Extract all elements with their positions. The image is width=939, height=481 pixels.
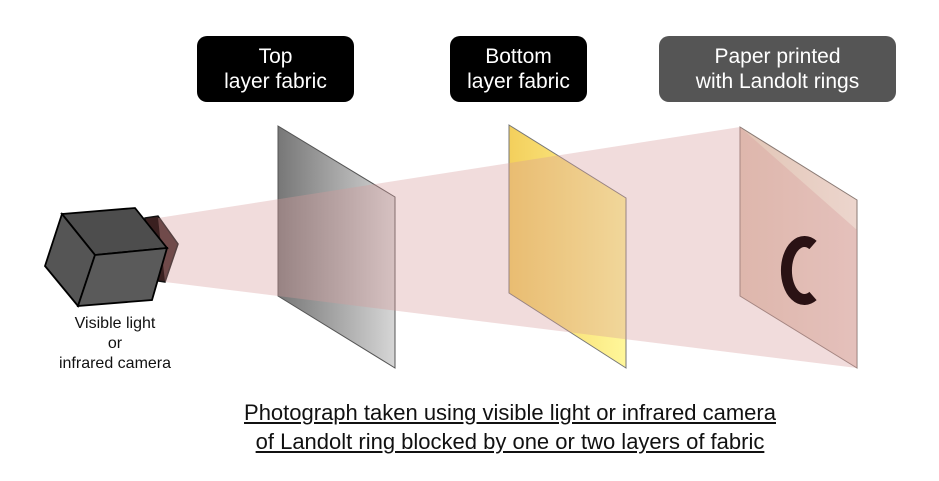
camera-label: Visible light or infrared camera <box>30 314 200 374</box>
label-bottom-layer-fabric: Bottom layer fabric <box>450 36 587 102</box>
landolt-ring-icon <box>780 236 817 305</box>
label-line: layer fabric <box>467 70 570 93</box>
label-line: with Landolt rings <box>695 70 860 93</box>
caption-line-1: Photograph taken using visible light or … <box>244 400 776 425</box>
caption-line-2: of Landolt ring blocked by one or two la… <box>255 429 765 454</box>
fabric-top-layer <box>277 125 396 369</box>
light-beam <box>158 127 857 368</box>
label-top-layer-fabric: Top layer fabric <box>197 36 354 102</box>
camera-label-line: or <box>107 335 123 352</box>
label-line: layer fabric <box>224 70 327 93</box>
label-line: Paper printed <box>714 45 841 68</box>
label-paper: Paper printed with Landolt rings <box>659 36 896 102</box>
camera-label-line: Visible light <box>74 315 156 332</box>
camera-front-face <box>76 246 169 308</box>
fabric-bottom-layer <box>508 124 627 369</box>
label-line: Bottom <box>485 45 552 68</box>
label-line: Top <box>258 45 293 68</box>
camera-label-line: infrared camera <box>58 355 172 372</box>
